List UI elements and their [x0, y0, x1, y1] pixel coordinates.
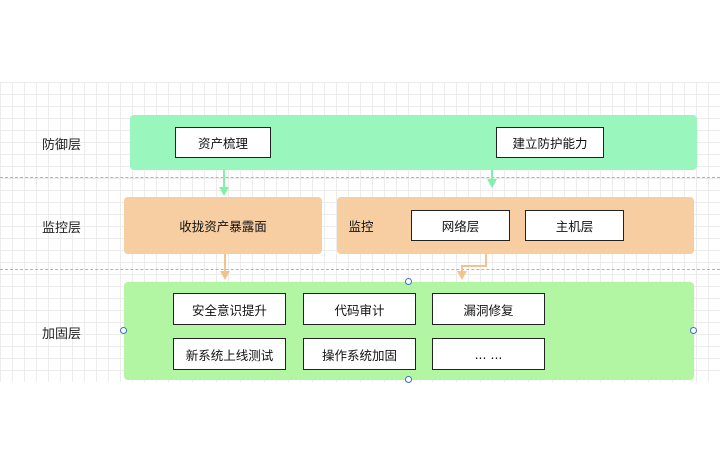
vuln-fix-box[interactable]: 漏洞修复	[432, 293, 545, 325]
converge-exposure-panel[interactable]	[124, 197, 322, 254]
monitor-label: 监控	[348, 219, 374, 234]
network-layer-box[interactable]: 网络层	[411, 210, 510, 241]
layer-label-monitor: 监控层	[42, 221, 82, 236]
layer-divider-bottom	[0, 269, 720, 270]
monitor-panel[interactable]	[337, 197, 694, 254]
code-audit-box[interactable]: 代码审计	[303, 293, 416, 325]
selection-handle-left[interactable]	[120, 327, 127, 334]
host-layer-box[interactable]: 主机层	[525, 210, 624, 241]
arrow-head-protection-to-monitor	[487, 179, 497, 188]
asset-sorting-box[interactable]: 资产梳理	[175, 127, 271, 158]
security-awareness-box[interactable]: 安全意识提升	[173, 293, 286, 325]
arrow-head-monitor-to-hardening	[457, 271, 467, 280]
layer-divider-top	[0, 177, 720, 178]
selection-handle-top[interactable]	[405, 278, 412, 285]
layer-label-hardening: 加固层	[42, 327, 82, 342]
new-system-test-box[interactable]: 新系统上线测试	[173, 338, 286, 370]
arrow-monitor-to-hardening	[461, 254, 487, 272]
arrow-head-converge-to-hardening	[220, 271, 230, 280]
os-hardening-box[interactable]: 操作系统加固	[303, 338, 416, 370]
build-protection-box[interactable]: 建立防护能力	[496, 127, 604, 158]
more-items-box[interactable]: ... ...	[432, 338, 545, 370]
arrow-head-defense-to-converge	[219, 187, 229, 196]
converge-exposure-label: 收拢资产暴露面	[179, 219, 267, 234]
layer-label-defense: 防御层	[42, 138, 82, 153]
selection-handle-bottom[interactable]	[405, 376, 412, 383]
selection-handle-right[interactable]	[690, 327, 697, 334]
